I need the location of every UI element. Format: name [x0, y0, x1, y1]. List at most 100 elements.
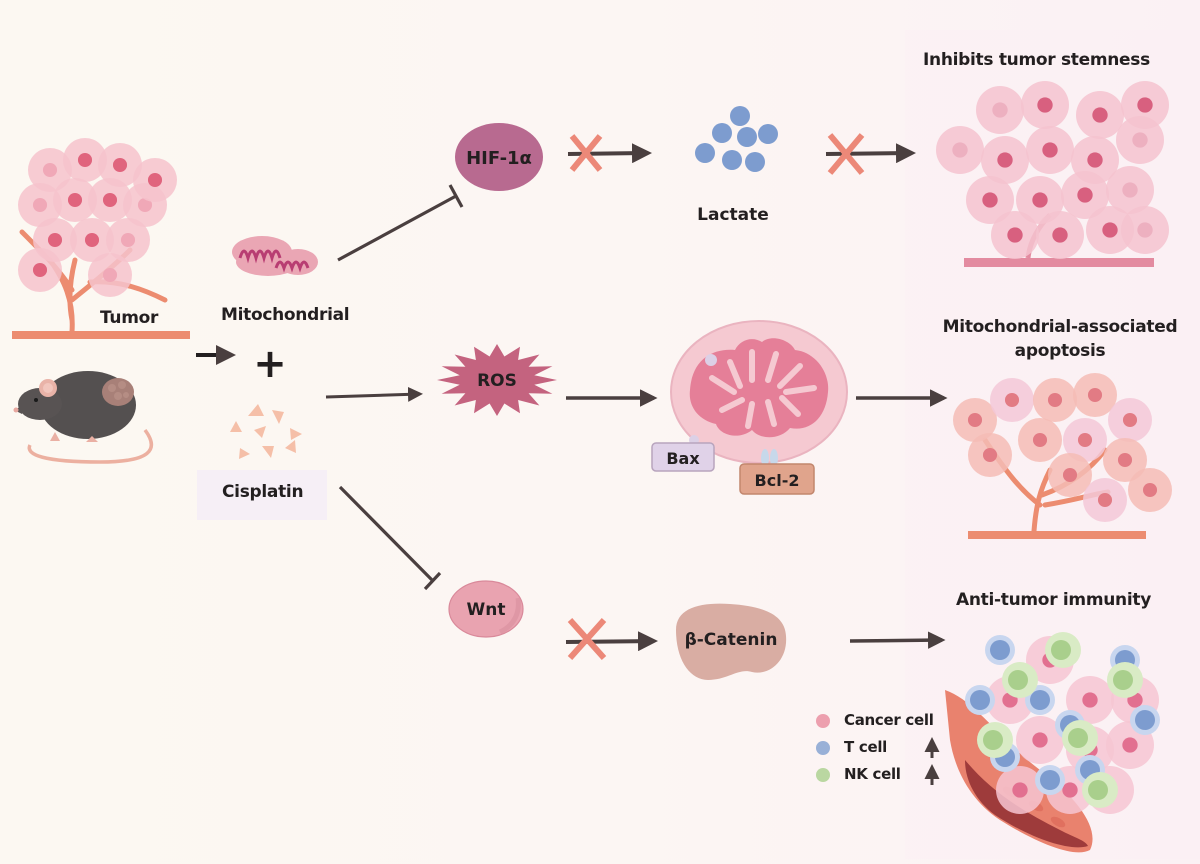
cell-nucleus	[1012, 782, 1028, 798]
tumor-illustration	[12, 138, 190, 339]
nk-cell-nucleus	[1113, 670, 1133, 690]
bax-label: Bax	[666, 449, 700, 468]
cell-nucleus	[1052, 227, 1068, 243]
nk-cell-nucleus	[1068, 728, 1088, 748]
cell-nucleus	[1062, 782, 1078, 798]
lactate-molecule	[745, 152, 765, 172]
cell-nucleus	[1132, 132, 1148, 148]
cisplatin-icon	[230, 404, 302, 459]
bcl2-label: Bcl-2	[755, 471, 800, 490]
cell-nucleus	[1142, 482, 1158, 498]
legend-swatch	[816, 768, 830, 782]
cell-nucleus	[1102, 222, 1118, 238]
outcome-immunity-label: Anti-tumor immunity	[956, 590, 1151, 610]
legend-swatch	[816, 741, 830, 755]
cell-nucleus	[1137, 222, 1153, 238]
cell-nucleus	[1032, 192, 1048, 208]
lactate-molecule	[722, 150, 742, 170]
arrow-lactate-to-stemness	[825, 143, 916, 164]
catenin-shape	[676, 603, 787, 680]
cell-nucleus	[1077, 432, 1093, 448]
cisplatin-label: Cisplatin	[222, 482, 304, 502]
cell-nucleus	[1087, 387, 1103, 403]
cell-nucleus	[1117, 452, 1133, 468]
cell-nucleus	[1122, 737, 1138, 753]
hif-node[interactable]: HIF-1α	[455, 123, 543, 191]
cell-nucleus	[1047, 392, 1063, 408]
cell-nucleus	[67, 192, 83, 208]
t-cell-nucleus	[990, 640, 1010, 660]
block-cross-1	[569, 134, 603, 172]
cell-nucleus	[1122, 182, 1138, 198]
outcome-apoptosis-line1: Mitochondrial-associated	[942, 317, 1178, 337]
cell-nucleus	[1004, 392, 1020, 408]
cisplatin-label-bg	[197, 470, 327, 520]
legend-tcell-label: T cell	[844, 738, 888, 756]
inhibit-line-to-hif	[337, 184, 464, 262]
arrow-catenin-to-immunity	[849, 631, 946, 649]
lactate-icon	[695, 106, 778, 172]
stem-tumor-illustration	[936, 81, 1169, 267]
lactate-molecule	[730, 106, 750, 126]
immunity-illustration	[945, 632, 1160, 853]
cell-nucleus	[982, 192, 998, 208]
inhibit-line-to-wnt	[338, 485, 442, 591]
legend-swatch	[816, 714, 830, 728]
bcl2-label-box: Bcl-2	[739, 463, 815, 495]
legend-nkcell-label: NK cell	[844, 765, 901, 783]
ros-label: ROS	[477, 371, 517, 391]
cell-nucleus	[102, 192, 118, 208]
mouse-icon	[13, 371, 154, 464]
lactate-molecule	[737, 127, 757, 147]
wnt-label: Wnt	[467, 600, 506, 620]
cell-nucleus	[1037, 97, 1053, 113]
t-cell-nucleus	[1030, 690, 1050, 710]
cell-nucleus	[47, 232, 63, 248]
apoptosis-tumor-illustration	[953, 373, 1172, 539]
lactate-molecule	[758, 124, 778, 144]
legend	[816, 714, 940, 785]
tumor-label: Tumor	[100, 308, 159, 328]
hif-label: HIF-1α	[466, 148, 532, 169]
outcome-stemness-label: Inhibits tumor stemness	[923, 50, 1150, 70]
catenin-node[interactable]: β-Catenin	[676, 603, 787, 680]
plus-symbol: +	[253, 341, 287, 387]
ros-starburst	[437, 344, 557, 416]
tumor-base-line	[12, 331, 190, 339]
cell-nucleus	[1092, 107, 1108, 123]
nk-cell-nucleus	[1008, 670, 1028, 690]
wnt-node[interactable]: Wnt	[448, 580, 524, 638]
cell-nucleus	[137, 197, 153, 213]
cell-nucleus	[1137, 97, 1153, 113]
nk-cell-nucleus	[983, 730, 1003, 750]
arrow-hif-to-lactate	[567, 143, 652, 164]
large-mitochondrion	[670, 320, 848, 467]
cell-nucleus	[967, 412, 983, 428]
mitochondrion-icon	[232, 236, 318, 276]
outcome-apoptosis-line2: apoptosis	[1014, 341, 1106, 361]
cell-nucleus	[1007, 227, 1023, 243]
cell-nucleus	[1032, 732, 1048, 748]
cell-nucleus	[992, 102, 1008, 118]
cell-nucleus	[997, 152, 1013, 168]
block-cross-2	[827, 133, 865, 175]
cell-nucleus	[1077, 187, 1093, 203]
cell-nucleus	[1097, 492, 1113, 508]
cell-nucleus	[982, 447, 998, 463]
t-cell-nucleus	[1135, 710, 1155, 730]
cell-nucleus	[1062, 467, 1078, 483]
catenin-label: β-Catenin	[685, 630, 778, 650]
arrow-wnt-to-catenin	[565, 631, 658, 652]
cell-nucleus	[1122, 412, 1138, 428]
cell-nucleus	[77, 152, 93, 168]
legend-cancer-label: Cancer cell	[844, 711, 934, 729]
cell-nucleus	[112, 157, 128, 173]
cell-nucleus	[42, 162, 58, 178]
t-cell-nucleus	[970, 690, 990, 710]
cell-nucleus	[32, 197, 48, 213]
lactate-molecule	[695, 143, 715, 163]
nk-cell-nucleus	[1088, 780, 1108, 800]
ros-node[interactable]: ROS	[437, 344, 557, 416]
